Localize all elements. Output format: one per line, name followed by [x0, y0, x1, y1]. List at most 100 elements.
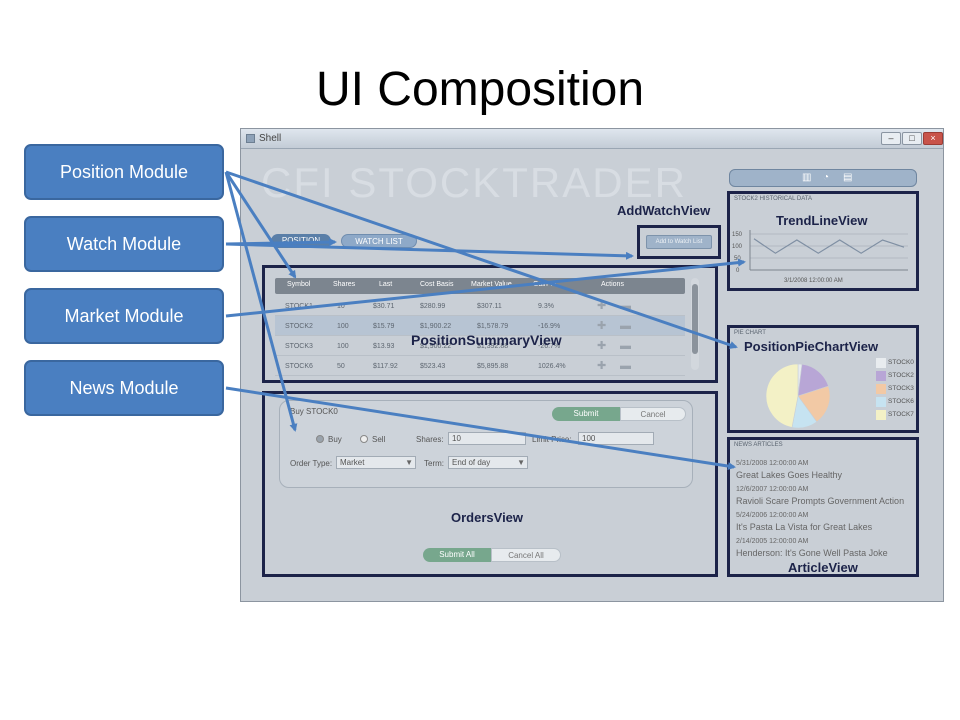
cell-gain: 1026.4%: [538, 363, 566, 370]
cell-symbol: STOCK3: [285, 343, 313, 350]
cell-last: $117.92: [373, 363, 398, 370]
buy-label: Buy: [328, 435, 342, 444]
submit-button[interactable]: Submit: [552, 407, 620, 421]
buy-radio[interactable]: [316, 435, 324, 443]
legend-swatch: [876, 371, 886, 381]
order-type-select[interactable]: Market▼: [336, 456, 416, 469]
watch-module-box: Watch Module: [24, 216, 224, 272]
document-icon[interactable]: ▤: [843, 172, 853, 183]
toolbar: ▥ ◔ ▤: [729, 169, 917, 187]
news-date: 5/24/2006 12:00:00 AM: [736, 512, 809, 519]
legend-swatch: [876, 410, 886, 420]
shares-input[interactable]: 10: [448, 432, 526, 445]
window-app-icon: [246, 134, 255, 143]
pie-caption: PIE CHART: [734, 330, 766, 336]
positions-scrollbar[interactable]: [691, 278, 699, 370]
pie-chart: [765, 363, 831, 429]
cell-gain: -16.9%: [538, 323, 561, 330]
cancel-button[interactable]: Cancel: [620, 407, 686, 421]
position-summary-label: PositionSummaryView: [411, 332, 562, 348]
table-row[interactable]: STOCK6 50 $117.92 $523.43 $5,895.88 1026…: [275, 356, 685, 376]
sell-minus-icon[interactable]: ▬: [620, 360, 631, 372]
term-select[interactable]: End of day▼: [448, 456, 528, 469]
chevron-down-icon: ▼: [517, 458, 525, 467]
order-type-value: Market: [340, 458, 365, 467]
orders-view-label: OrdersView: [451, 510, 524, 525]
window-title: Shell: [259, 133, 282, 144]
cell-cost-basis: $523.43: [420, 363, 446, 370]
y-tick-label: 150: [732, 232, 743, 238]
news-module-box: News Module: [24, 360, 224, 416]
legend-label: STOCK0: [888, 359, 914, 366]
news-headline[interactable]: Great Lakes Goes Healthy: [736, 470, 843, 480]
sell-minus-icon[interactable]: ▬: [620, 320, 631, 332]
cell-symbol: STOCK6: [285, 363, 313, 370]
position-module-box: Position Module: [24, 144, 224, 200]
tab-watch-list[interactable]: WATCH LIST: [341, 234, 417, 248]
cell-last: $30.71: [373, 303, 395, 310]
app-screenshot: Shell – □ × CFI STOCKTRADER POSITION WAT…: [240, 128, 944, 602]
pie-slice: [797, 385, 831, 423]
tab-position[interactable]: POSITION: [271, 234, 331, 248]
sell-minus-icon[interactable]: ▬: [620, 340, 631, 352]
col-gain[interactable]: Gain %: [533, 281, 556, 288]
table-row[interactable]: STOCK1 10 $30.71 $280.99 $307.11 9.3% ✚ …: [275, 296, 685, 316]
pie-chart-view-label: PositionPieChartView: [744, 339, 879, 354]
refresh-icon[interactable]: ◔: [823, 172, 830, 183]
x-axis-label: 3/1/2008 12:00:00 AM: [784, 278, 843, 284]
cell-market-value: $1,578.79: [477, 323, 509, 330]
col-actions: Actions: [601, 281, 624, 288]
limit-price-input[interactable]: 100: [578, 432, 654, 445]
shares-label: Shares:: [416, 435, 444, 444]
cell-last: $15.79: [373, 323, 395, 330]
article-view: NEWS ARTICLES 5/31/2008 12:00:00 AM Grea…: [727, 437, 919, 577]
col-market-value[interactable]: Market Value: [471, 281, 512, 288]
cell-last: $13.93: [373, 343, 395, 350]
slide-title: UI Composition: [315, 63, 645, 116]
news-headline[interactable]: It's Pasta La Vista for Great Lakes: [736, 522, 873, 532]
news-date: 2/14/2005 12:00:00 AM: [736, 538, 809, 545]
y-tick-label: 100: [732, 244, 743, 250]
cell-cost-basis: $280.99: [420, 303, 446, 310]
legend-swatch: [876, 358, 886, 368]
cell-shares: 100: [337, 323, 349, 330]
col-symbol[interactable]: Symbol: [287, 281, 311, 288]
col-shares[interactable]: Shares: [333, 281, 356, 288]
article-view-label: ArticleView: [788, 560, 858, 575]
buy-plus-icon[interactable]: ✚: [597, 360, 607, 372]
news-date: 12/6/2007 12:00:00 AM: [736, 486, 809, 493]
maximize-icon[interactable]: □: [902, 132, 922, 145]
submit-all-button[interactable]: Submit All: [423, 548, 491, 562]
sell-label: Sell: [372, 435, 386, 444]
buy-plus-icon[interactable]: ✚: [597, 300, 607, 312]
close-icon[interactable]: ×: [923, 132, 943, 145]
news-headline[interactable]: Henderson: It's Gone Well Pasta Joke: [736, 548, 888, 558]
trend-line-view: STOCK2 HISTORICAL DATA TrendLineView 150…: [727, 191, 919, 291]
positions-header: Symbol Shares Last Cost Basis Market Val…: [275, 278, 685, 294]
minimize-icon[interactable]: –: [881, 132, 901, 145]
sell-minus-icon[interactable]: ▬: [620, 300, 631, 312]
order-panel: Buy STOCK0 Submit Cancel Buy Sell Shares…: [279, 400, 693, 488]
cell-cost-basis: $1,900.22: [420, 323, 452, 330]
trend-caption: STOCK2 HISTORICAL DATA: [734, 196, 813, 202]
buy-plus-icon[interactable]: ✚: [597, 340, 607, 352]
cell-symbol: STOCK1: [285, 303, 313, 310]
cell-shares: 100: [337, 343, 349, 350]
col-last[interactable]: Last: [379, 281, 393, 288]
col-cost-basis[interactable]: Cost Basis: [420, 281, 454, 288]
buy-plus-icon[interactable]: ✚: [597, 320, 607, 332]
legend-label: STOCK7: [888, 411, 914, 418]
add-to-watch-list-button[interactable]: Add to Watch List: [646, 235, 712, 249]
y-tick-label: 0: [736, 268, 740, 274]
news-headline[interactable]: Ravioli Scare Prompts Government Action: [736, 496, 905, 506]
news-date: 5/31/2008 12:00:00 AM: [736, 460, 809, 467]
trend-line-view-label: TrendLineView: [776, 213, 868, 228]
bar-chart-icon[interactable]: ▥: [802, 172, 812, 183]
cell-shares: 50: [337, 363, 345, 370]
cell-market-value: $307.11: [477, 303, 502, 310]
brand-logo: CFI STOCKTRADER: [261, 159, 687, 206]
cancel-all-button[interactable]: Cancel All: [491, 548, 561, 562]
scrollbar-thumb[interactable]: [692, 284, 698, 354]
sell-radio[interactable]: [360, 435, 368, 443]
